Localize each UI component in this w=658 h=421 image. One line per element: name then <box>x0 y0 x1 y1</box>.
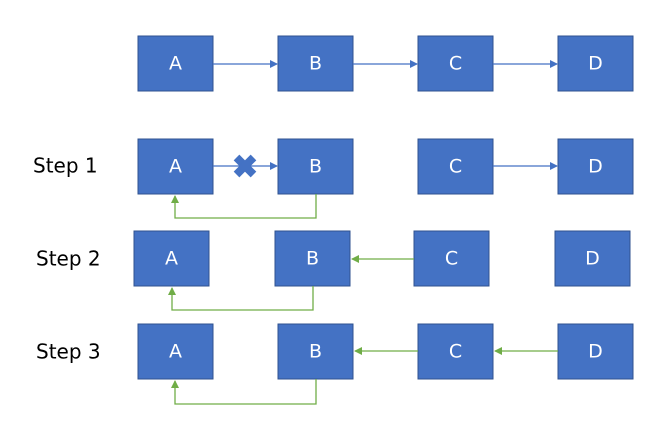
node-b: B <box>274 230 351 287</box>
svg-text:C: C <box>449 156 462 178</box>
svg-text:D: D <box>588 53 603 75</box>
node-a: A <box>137 323 214 380</box>
row-step-1: Step 1 A B C D <box>33 138 634 219</box>
svg-text:B: B <box>306 248 319 270</box>
node-d: D <box>557 35 634 92</box>
reversed-link-b-a <box>171 379 317 405</box>
svg-text:C: C <box>449 341 462 363</box>
node-b: B <box>277 138 354 195</box>
removed-link-x-icon <box>233 154 257 178</box>
node-d: D <box>557 138 634 195</box>
node-a: A <box>133 230 210 287</box>
node-c: C <box>417 138 494 195</box>
svg-text:B: B <box>309 53 322 75</box>
row-step-2: Step 2 A B C D <box>36 230 631 311</box>
step-2-label: Step 2 <box>36 247 101 271</box>
svg-text:A: A <box>165 248 178 270</box>
reversed-link-b-a <box>168 286 314 311</box>
svg-text:B: B <box>309 156 322 178</box>
node-c: C <box>417 35 494 92</box>
svg-text:D: D <box>588 341 603 363</box>
node-a: A <box>137 138 214 195</box>
row-step-3: Step 3 A B C D <box>36 323 634 405</box>
node-c: C <box>417 323 494 380</box>
svg-text:B: B <box>309 341 322 363</box>
svg-text:D: D <box>588 156 603 178</box>
node-d: D <box>557 323 634 380</box>
svg-text:A: A <box>169 156 182 178</box>
svg-text:A: A <box>169 341 182 363</box>
svg-text:C: C <box>445 248 458 270</box>
node-b: B <box>277 323 354 380</box>
svg-text:A: A <box>169 53 182 75</box>
svg-text:C: C <box>449 53 462 75</box>
svg-text:D: D <box>585 248 600 270</box>
step-1-label: Step 1 <box>33 154 98 178</box>
step-3-label: Step 3 <box>36 340 101 364</box>
node-d: D <box>554 230 631 287</box>
node-a: A <box>137 35 214 92</box>
row-original: A B C D <box>137 35 634 92</box>
node-b: B <box>277 35 354 92</box>
node-c: C <box>413 230 490 287</box>
reversed-link-b-a <box>171 194 317 219</box>
